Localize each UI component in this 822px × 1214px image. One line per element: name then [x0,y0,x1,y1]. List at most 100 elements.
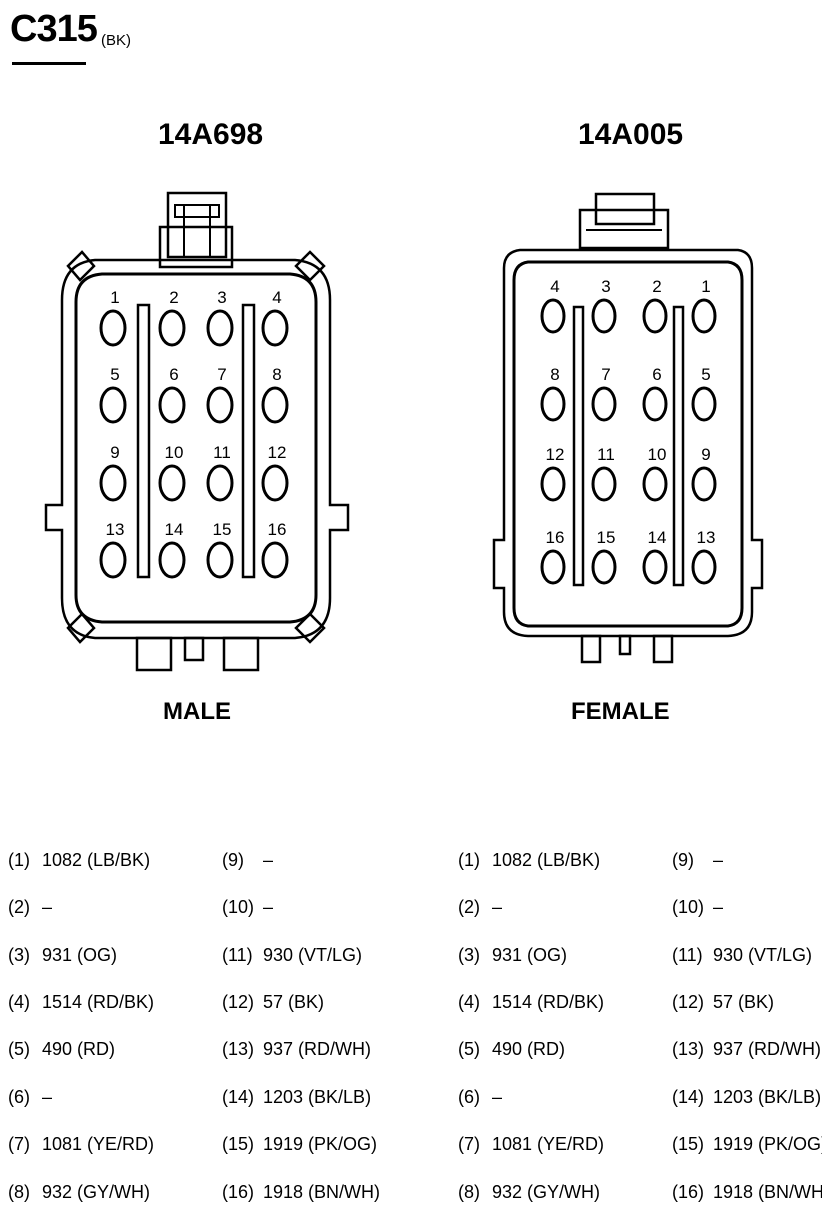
female-pin-10 [642,466,668,502]
pinout-circuit-value: 1919 (PK/OG) [263,1134,378,1154]
female-pin-label: 5 [701,365,710,384]
male-pin-3 [206,309,234,347]
pinout-cavity-number: (8) [8,1182,30,1202]
male-pin-2 [158,309,186,347]
pinout-cavity-number: (3) [8,945,30,965]
female-pin-label: 9 [701,445,710,464]
pinout-circuit-value: 931 (OG) [42,945,118,965]
pinout-cavity-number: (2) [8,897,30,917]
pinout-circuit-value: 937 (RD/WH) [263,1039,372,1059]
male-pin-11 [206,464,234,502]
pinout-circuit-value: 1919 (PK/OG) [713,1134,822,1154]
female-pin-12 [540,466,566,502]
male-pin-label: 4 [272,288,281,307]
pinout-circuit-value: 490 (RD) [492,1039,566,1059]
pinout-circuit-value: 1203 (BK/LB) [713,1087,822,1107]
pinout-cavity-number: (13) [222,1039,255,1059]
pinout-cavity-number: (15) [672,1134,705,1154]
female-pin-label: 15 [597,528,616,547]
male-pin-label: 11 [213,443,231,462]
pinout-cavity-number: (3) [458,945,480,965]
male-pin-label: 2 [169,288,178,307]
pinout-circuit-value: 1082 (LB/BK) [492,850,601,870]
pinout-circuit-value: 57 (BK) [263,992,325,1012]
male-pin-15 [206,541,234,579]
pinout-cavity-number: (5) [458,1039,480,1059]
pinout-cavity-number: (9) [222,850,244,870]
pinout-circuit-value: 1514 (RD/BK) [42,992,155,1012]
pinout-circuit-value: – [42,897,53,917]
pinout-cavity-number: (14) [222,1087,255,1107]
pinout-circuit-value: 937 (RD/WH) [713,1039,822,1059]
pinout-cavity-number: (6) [8,1087,30,1107]
female-pin-label: 6 [652,365,661,384]
pinout-cavity-number: (15) [222,1134,255,1154]
male-pin-label: 1 [110,288,119,307]
male-pin-12 [261,464,289,502]
male-pin-8 [261,386,289,424]
male-pin-label: 8 [272,365,281,384]
connector-color-code: (BK) [101,32,131,49]
pinout-circuit-value: 1081 (YE/RD) [492,1134,605,1154]
female-pin-label: 13 [697,528,716,547]
male-pin-14 [158,541,186,579]
pinout-circuit-value: 1082 (LB/BK) [42,850,151,870]
male-pin-13 [99,541,127,579]
female-pin-15 [591,549,617,585]
male-pin-9 [99,464,127,502]
female-pin-2 [642,298,668,334]
female-pin-label: 16 [546,528,565,547]
female-pin-6 [642,386,668,422]
pinout-cavity-number: (7) [458,1134,480,1154]
male-pin-6 [158,386,186,424]
female-pin-label: 10 [648,445,667,464]
pinout-circuit-value: 932 (GY/WH) [42,1182,151,1202]
female-part-number: 14A005 [578,118,684,151]
female-pin-label: 3 [601,277,610,296]
male-pin-label: 7 [217,365,226,384]
male-pin-5 [99,386,127,424]
female-pin-9 [691,466,717,502]
pinout-cavity-number: (16) [672,1182,705,1202]
female-pin-7 [591,386,617,422]
pinout-cavity-number: (9) [672,850,694,870]
male-pin-label: 12 [268,443,287,462]
pinout-cavity-number: (16) [222,1182,255,1202]
female-label: FEMALE [571,698,670,725]
male-pin-10 [158,464,186,502]
male-pin-label: 9 [110,443,119,462]
female-pin-label: 4 [550,277,559,296]
pinout-cavity-number: (4) [8,992,30,1012]
pinout-cavity-number: (11) [222,945,253,965]
pinout-cavity-number: (1) [8,850,30,870]
pinout-cavity-number: (11) [672,945,703,965]
pinout-cavity-number: (12) [672,992,705,1012]
connector-title: C315 [10,8,98,50]
male-part-number: 14A698 [158,118,264,151]
pinout-cavity-number: (4) [458,992,480,1012]
pinout-circuit-value: 930 (VT/LG) [263,945,363,965]
pinout-cavity-number: (7) [8,1134,30,1154]
pinout-cavity-number: (6) [458,1087,480,1107]
female-pin-11 [591,466,617,502]
male-pin-label: 5 [110,365,119,384]
female-pin-label: 7 [601,365,610,384]
male-pin-1 [99,309,127,347]
pinout-cavity-number: (1) [458,850,480,870]
male-pin-16 [261,541,289,579]
female-pin-label: 11 [597,445,615,464]
female-pin-16 [540,549,566,585]
female-pin-14 [642,549,668,585]
female-pin-label: 8 [550,365,559,384]
male-pin-4 [261,309,289,347]
male-pin-label: 13 [106,520,125,539]
male-label: MALE [163,698,231,725]
pinout-cavity-number: (14) [672,1087,705,1107]
male-pin-7 [206,386,234,424]
male-pin-label: 14 [165,520,184,539]
female-connector-body [492,192,764,664]
pinout-circuit-value: 490 (RD) [42,1039,116,1059]
